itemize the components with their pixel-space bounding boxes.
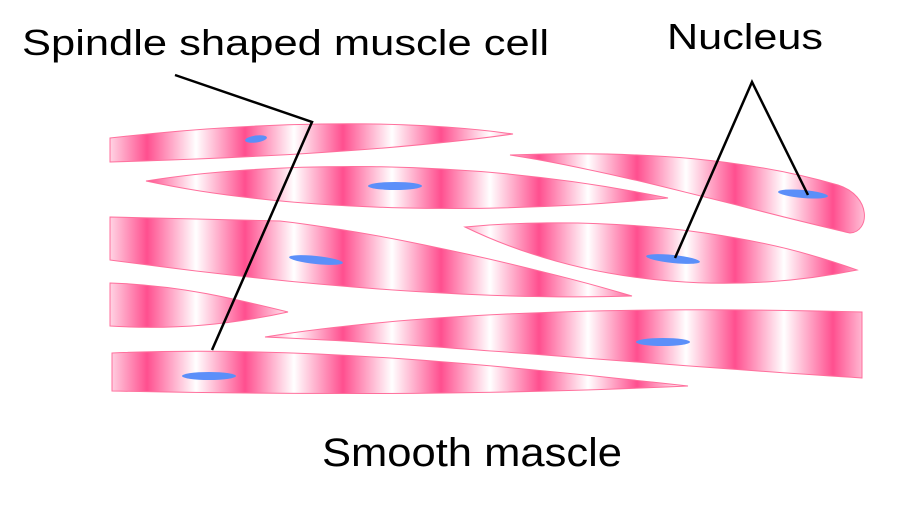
nucleus-5 [778, 189, 828, 199]
nucleus-6 [646, 254, 700, 264]
muscle-cell-4 [109, 282, 289, 328]
nucleus-4 [182, 372, 236, 380]
nuclei [182, 135, 828, 380]
nucleus-pointer-line [673, 79, 810, 259]
muscle-cell-7 [463, 222, 859, 284]
muscle-cell-6 [264, 309, 863, 379]
pointer-lines [174, 73, 810, 351]
nucleus-1 [245, 135, 267, 143]
muscle-cell-1 [109, 123, 514, 163]
muscle-cell-5 [111, 350, 689, 395]
muscle-cell-3 [109, 216, 633, 298]
diagram-title: Smooth mascle [322, 431, 622, 475]
muscle-cell-8 [509, 153, 865, 234]
nucleus-label: Nucleus [667, 16, 823, 57]
nucleus-3 [289, 255, 343, 265]
nucleus-2 [368, 182, 422, 190]
muscle-cells [109, 123, 865, 395]
nucleus-7 [636, 338, 690, 346]
cell-label: Spindle shaped muscle cell [22, 22, 549, 63]
cell-pointer-line [174, 73, 314, 351]
